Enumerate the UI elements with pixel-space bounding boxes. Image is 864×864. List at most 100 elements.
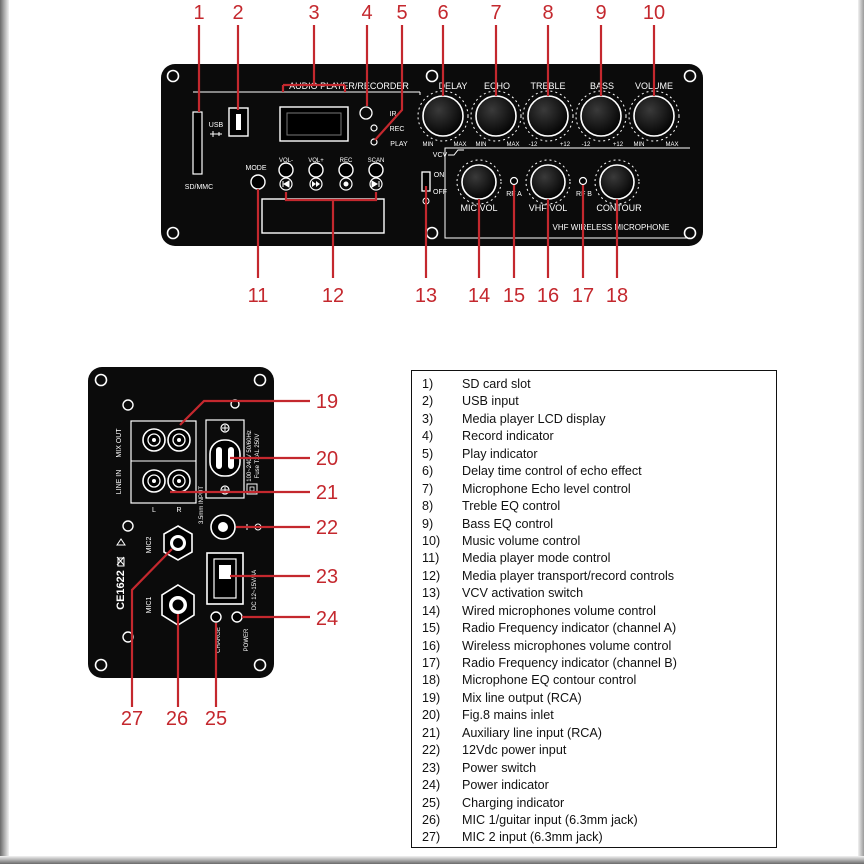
transport-controls: VOL- VOL+ REC SCAN (278, 158, 385, 191)
mode-button[interactable] (250, 174, 266, 190)
legend-text: Microphone EQ contour control (462, 673, 637, 688)
legend-item: 17)Radio Frequency indicator (channel B) (422, 655, 776, 672)
power-indicator (231, 611, 243, 623)
legend-number: 26) (422, 812, 441, 827)
callout-number: 25 (205, 708, 227, 730)
vcv-on-label: ON (434, 172, 445, 179)
double-insulation-icon (246, 483, 258, 495)
legend-text: MIC 2 input (6.3mm jack) (462, 830, 603, 845)
treble-knob[interactable] (527, 95, 569, 137)
play-indicator (370, 138, 378, 146)
screw-icon (253, 373, 267, 387)
record-icon (339, 177, 353, 191)
legend-item: 18)Microphone EQ contour control (422, 672, 776, 689)
legend-number: 10) (422, 533, 441, 548)
legend-text: Media player transport/record controls (462, 568, 675, 583)
legend-text: USB input (462, 394, 519, 409)
record-indicator (370, 124, 378, 132)
sd-card-slot[interactable] (192, 111, 203, 175)
legend-item: 13)VCV activation switch (422, 585, 776, 602)
callout-number: 1 (193, 2, 204, 24)
panel2-callout-numbers: 19 20 21 22 23 24 25 26 27 (121, 391, 338, 730)
legend-number: 4) (422, 429, 434, 444)
legend-item: 11) Media player mode control (422, 550, 776, 567)
bass-knob[interactable] (580, 95, 622, 137)
callout-number: 27 (121, 708, 143, 730)
mic2-label: MIC2 (146, 537, 153, 554)
callout-number: 9 (595, 2, 606, 24)
echo-knob[interactable] (475, 95, 517, 137)
play-label: PLAY (390, 141, 408, 148)
charge-indicator (210, 611, 222, 623)
legend-text: Fig.8 mains inlet (462, 708, 554, 723)
callout-number: 18 (606, 285, 628, 307)
legend-text: Auxiliary line input (RCA) (462, 725, 602, 740)
callout-number: 8 (542, 2, 553, 24)
legend-text: Microphone Echo level control (462, 481, 631, 496)
legend-number: 8) (422, 499, 434, 514)
legend-text: Power switch (462, 760, 537, 775)
transport-label: SCAN (368, 158, 385, 164)
legend-item: 20) Fig.8 mains inlet (422, 707, 776, 724)
weee-bin-icon (116, 556, 125, 567)
legend-item: 6)Delay time control of echo effect (422, 463, 776, 480)
ground-icon (220, 423, 230, 433)
callout-number: 7 (490, 2, 501, 24)
lcd-display (279, 106, 349, 142)
prev-icon (279, 177, 293, 191)
top-control-panel: AUDIO PLAYER/RECORDER SD/MMC USB IR REC … (161, 64, 703, 246)
vcv-off-label: OFF (433, 189, 447, 196)
range-max: MAX (506, 142, 519, 148)
legend-text: Radio Frequency indicator (channel B) (462, 656, 677, 670)
legend-number: 7) (422, 481, 434, 496)
legend-number: 20) (422, 708, 441, 723)
vhf-vol-knob[interactable] (530, 164, 566, 200)
legend-item: 25) Charging indicator (422, 795, 776, 812)
legend-text: Bass EQ control (462, 516, 553, 531)
vol-up-button[interactable] (308, 162, 324, 178)
legend-text: Wired microphones volume control (462, 603, 656, 618)
callout-number: 24 (316, 608, 338, 630)
delay-knob[interactable] (422, 95, 464, 137)
callout-number: 19 (316, 391, 338, 413)
callout-number: 3 (308, 2, 319, 24)
legend-item: 3)Media player LCD display (422, 411, 776, 428)
range-min: -12 (529, 142, 538, 148)
legend-item: 27)MIC 2 input (6.3mm jack) (422, 829, 776, 846)
legend-item: 24)Power indicator (422, 777, 776, 794)
vol-down-button[interactable] (278, 162, 294, 178)
legend-number: 25) (422, 795, 441, 810)
callout-number: 13 (415, 285, 437, 307)
contour-knob[interactable] (599, 164, 635, 200)
range-max: +12 (613, 142, 624, 148)
ir-label: IR (390, 111, 397, 118)
rf-b-label: RF B (576, 191, 592, 198)
volume-knob[interactable] (633, 95, 675, 137)
player-section-title: AUDIO PLAYER/RECORDER (289, 81, 409, 91)
play-pause-icon (369, 177, 383, 191)
mix-out-label: MIX OUT (116, 428, 123, 458)
screw-icon (253, 658, 267, 672)
legend-text: Radio Frequency indicator (channel A) (462, 621, 677, 636)
legend-item: 12)Media player transport/record control… (422, 568, 776, 585)
mains-voltage-label: 100~240V 50/60Hz (247, 430, 253, 482)
legend-number: 9) (422, 516, 434, 531)
legend-number: 3) (422, 411, 434, 426)
mic-vol-knob[interactable] (461, 164, 497, 200)
legend-text: SD card slot (462, 377, 531, 391)
callout-number: 20 (316, 448, 338, 470)
legend-number: 11) (422, 551, 440, 566)
legend-text: Media player mode control (462, 551, 611, 566)
rec-button[interactable] (338, 162, 354, 178)
scan-play-button[interactable] (368, 162, 384, 178)
legend-item: 23)Power switch (422, 760, 776, 777)
legend-text: Mix line output (RCA) (462, 690, 582, 705)
range-max: MAX (453, 142, 466, 148)
panel1-callout-lines (197, 25, 656, 278)
callout-number: 23 (316, 566, 338, 588)
input-35-label: 3.5mm INPUT (199, 486, 205, 524)
legend-text: 12Vdc power input (462, 743, 567, 758)
legend-item: 14)Wired microphones volume control (422, 603, 776, 620)
legend-text: Charging indicator (462, 795, 565, 810)
